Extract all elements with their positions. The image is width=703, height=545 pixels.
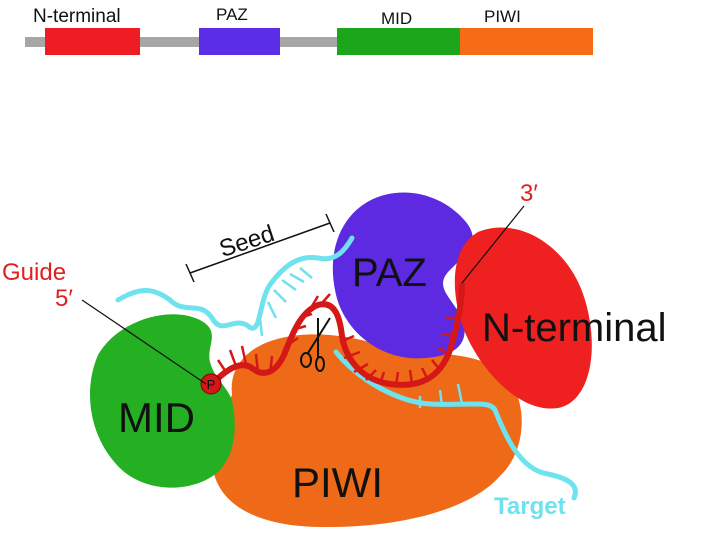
mid-domain-shape xyxy=(90,314,235,488)
domain-block-piwi xyxy=(460,28,593,55)
structure-label-paz: PAZ xyxy=(352,251,427,295)
seed-bracket xyxy=(185,213,335,283)
scissors-icon xyxy=(300,317,331,372)
phosphate-circle xyxy=(200,373,222,395)
three-prime-leader xyxy=(461,205,525,284)
paz-domain-shape xyxy=(332,192,473,359)
domain-label-mid: MID xyxy=(381,9,412,28)
n-terminal-domain-shape xyxy=(454,227,592,409)
argonaute-structure: P Seed MID PIWI PAZ N-terminal Guide 5′ … xyxy=(2,180,666,528)
domain-block-n-terminal xyxy=(45,28,140,55)
domain-bar-backbone xyxy=(25,37,590,47)
target-label: Target xyxy=(494,493,566,520)
structure-label-mid: MID xyxy=(118,394,195,441)
domain-label-paz: PAZ xyxy=(216,5,248,24)
guide-label: Guide xyxy=(2,259,66,286)
seed-label: Seed xyxy=(216,220,278,263)
domain-block-mid xyxy=(337,28,460,55)
domain-block-paz xyxy=(199,28,280,55)
domain-label-n-terminal: N-terminal xyxy=(33,6,121,27)
domain-label-piwi: PIWI xyxy=(484,7,521,26)
guide-base-ticks xyxy=(216,293,458,387)
phosphate-label: P xyxy=(207,377,216,392)
three-prime-label: 3′ xyxy=(520,180,538,207)
piwi-domain-shape xyxy=(212,334,522,528)
target-strand xyxy=(115,235,578,501)
target-base-ticks xyxy=(258,267,464,408)
five-prime-label: 5′ xyxy=(55,285,73,312)
structure-label-n-terminal: N-terminal xyxy=(482,306,666,350)
five-prime-leader xyxy=(81,299,207,385)
structure-label-piwi: PIWI xyxy=(292,459,383,506)
domain-bar: N-terminal PAZ MID PIWI xyxy=(25,5,593,55)
